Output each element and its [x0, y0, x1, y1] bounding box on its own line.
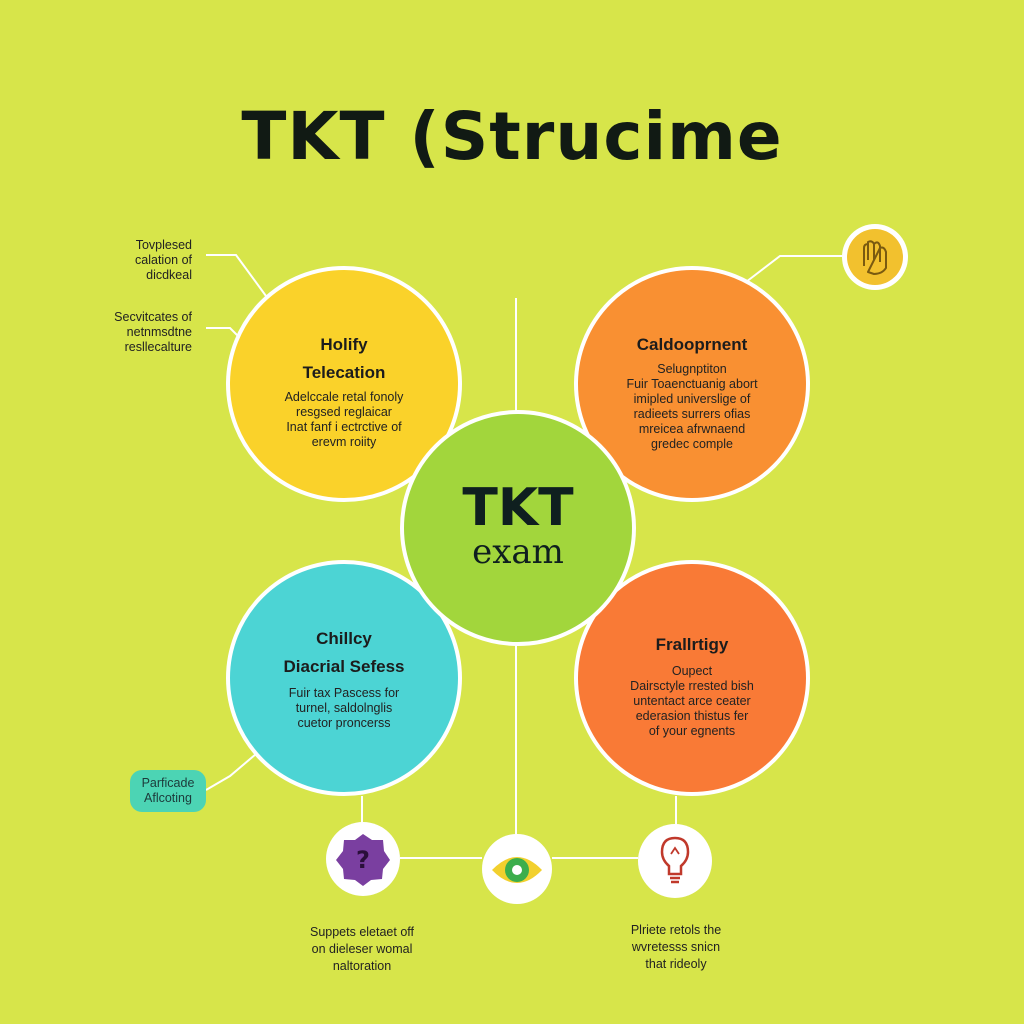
badge-line: Parficade [141, 776, 195, 790]
circle-heading: Telecation [302, 363, 386, 382]
caption-line: Suppets eletaet off [309, 925, 415, 939]
circle-text-line: Fuir Toaenctuanig abort [626, 377, 758, 391]
hand-icon-badge [842, 224, 908, 290]
circle-heading: Frallrtigy [655, 635, 729, 654]
hand-icon [847, 229, 903, 285]
topic-circle-bottom-right: Frallrtigy Oupect Dairsctyle rrested bis… [574, 560, 810, 796]
circle-text-line: resgsed reglaicar [296, 405, 392, 419]
circle-text-line: radieets surrers ofias [633, 407, 751, 421]
circle-text-line: imipled universlige of [633, 392, 751, 406]
svg-text:?: ? [356, 846, 370, 874]
caption-line: that rideoly [645, 957, 707, 971]
topic-circle-bottom-left: Chillcy Diacrial Sefess Fuir tax Pascess… [226, 560, 462, 796]
badge-line: Aflcoting [144, 791, 192, 805]
circle-subheading: Oupect [671, 664, 713, 678]
circle-heading: Diacrial Sefess [283, 657, 405, 676]
side-note-middle: Secvitcates of netnmsdtne resllecalture [90, 310, 192, 355]
circle-text-line: of your egnents [648, 724, 736, 738]
circle-text-line: gredec comple [651, 437, 733, 451]
circle-text-line: turnel, saldolnglis [295, 701, 393, 715]
question-icon-badge: ? [326, 822, 400, 896]
caption-line: wvretesss snicn [631, 940, 721, 954]
circle-subheading: Selugnptiton [657, 362, 727, 376]
caption-right: Plriete retols the wvretesss snicn that … [606, 922, 746, 973]
side-note-line: netnmsdtne [126, 325, 192, 339]
topic-circle-top-right: Caldooprnent Selugnptiton Fuir Toaenctua… [574, 266, 810, 502]
side-note-line: Secvitcates of [114, 310, 192, 324]
circle-text-line: Inat fanf i ectrctive of [286, 420, 402, 434]
circle-text-line: erevm roiity [311, 435, 377, 449]
lightbulb-icon-badge [638, 824, 712, 898]
side-note-line: Tovplesed [135, 238, 192, 252]
caption-left: Suppets eletaet off on dieleser womal na… [292, 924, 432, 975]
circle-text-line: untentact arce ceater [633, 694, 751, 708]
side-note-line: calation of [135, 253, 192, 267]
circle-heading: Chillcy [316, 629, 372, 648]
caption-line: Plriete retols the [630, 923, 722, 937]
circle-text-line: Fuir tax Pascess for [288, 686, 400, 700]
circle-text-line: cuetor proncerss [297, 716, 391, 730]
tag-badge: Parficade Aflcoting [130, 770, 206, 812]
question-icon: ? [336, 834, 390, 886]
center-title: TKT [462, 478, 574, 538]
circle-heading: Holify [320, 335, 368, 354]
lightbulb-icon [660, 836, 690, 884]
side-note-line: resllecalture [124, 340, 192, 354]
caption-line: on dieleser womal [311, 942, 413, 956]
center-subtitle: exam [472, 532, 564, 572]
center-circle: TKT exam [400, 410, 636, 646]
side-note-top: Tovplesed calation of dicdkeal [96, 238, 192, 283]
eye-icon-badge [482, 834, 552, 904]
circle-heading: Caldooprnent [636, 335, 748, 354]
page-title: TKT (Strucime [241, 98, 783, 175]
side-note-line: dicdkeal [146, 268, 192, 282]
caption-line: naltoration [332, 959, 392, 973]
circle-text-line: mreicea afrwnaend [638, 422, 746, 436]
circle-text-line: Dairsctyle rrested bish [630, 679, 754, 693]
eye-icon [492, 857, 542, 883]
circle-text-line: ederasion thistus fer [635, 709, 749, 723]
circle-text-line: Adelccale retal fonoly [284, 390, 404, 404]
